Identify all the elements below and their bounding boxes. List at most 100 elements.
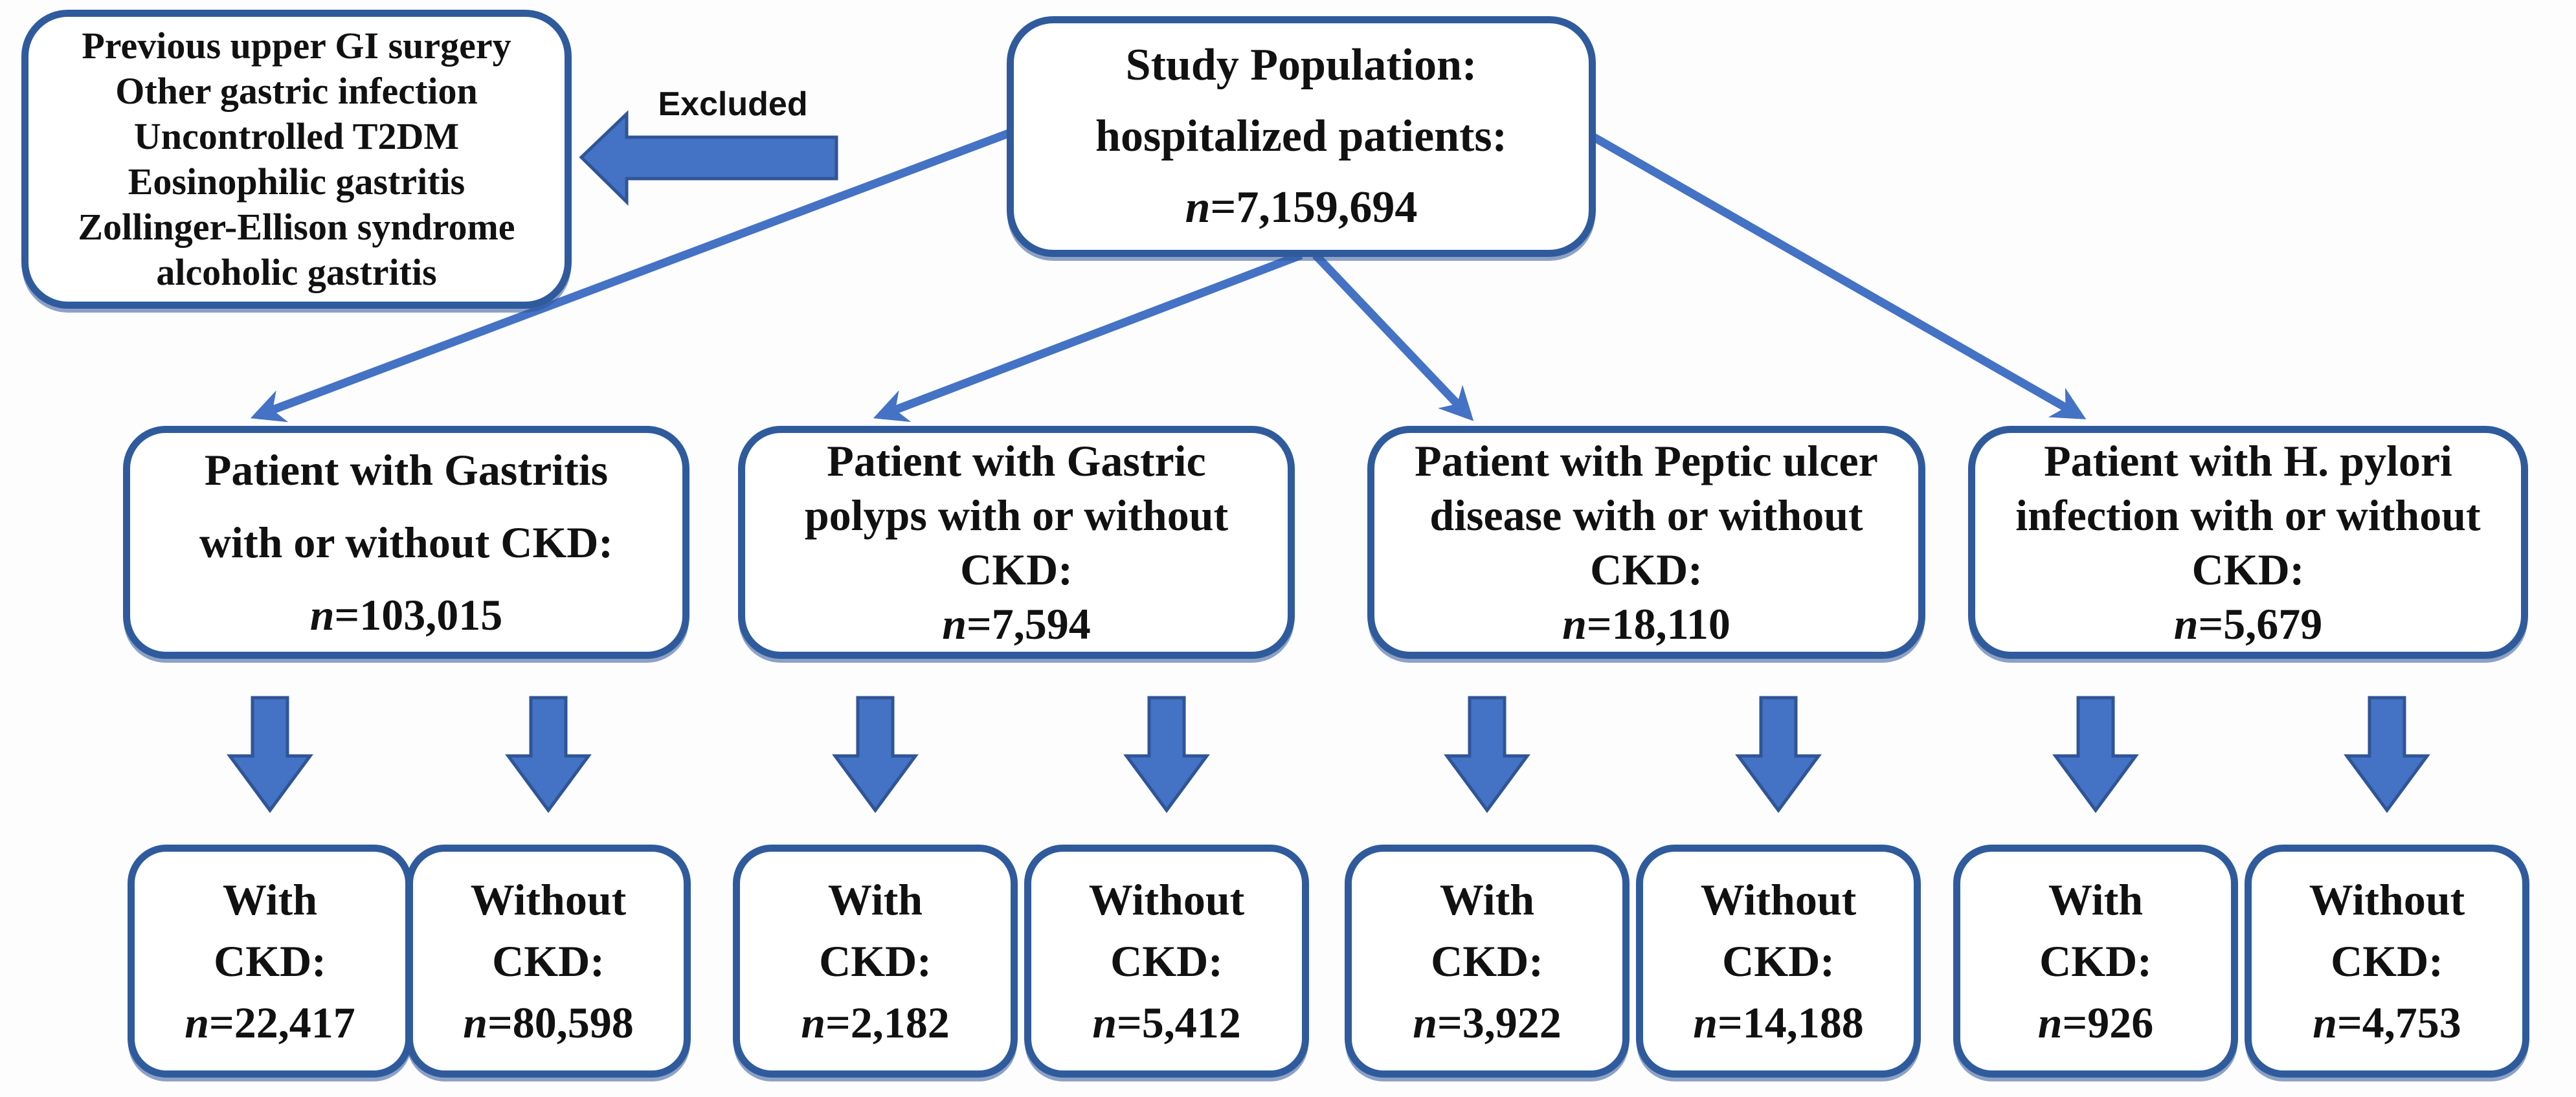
cohort-title-line: Patient with H. pylori: [2044, 436, 2452, 485]
cohort-title-line: with or without CKD:: [199, 518, 614, 567]
exclusion-criterion: alcoholic gastritis: [156, 251, 437, 293]
n-symbol: n: [2037, 997, 2063, 1047]
study-title-line: Study Population:: [1125, 40, 1477, 90]
leaf-title-line: With: [2048, 874, 2144, 924]
n-symbol: n: [1562, 599, 1587, 648]
polyps-with-ckd-box: With CKD: n=2,182: [733, 845, 1018, 1078]
pylori-with-ckd-box: With CKD: n=926: [1953, 845, 2238, 1078]
n-symbol: n: [2173, 599, 2199, 648]
leaf-title-line: With: [827, 874, 923, 924]
down-arrow-pylori-with: [2052, 696, 2139, 814]
down-arrow-pylori-without: [2344, 696, 2430, 814]
leaf-title-line: CKD:: [1110, 936, 1223, 986]
n-value: =22,417: [209, 997, 355, 1047]
arrow-study-to-h-pylori: [1591, 133, 2087, 419]
n-symbol: n: [2313, 997, 2338, 1047]
n-count: n=22,417: [185, 992, 355, 1054]
n-value: =14,188: [1718, 997, 1864, 1047]
pylori-without-ckd-box: Without CKD: n=4,753: [2245, 845, 2529, 1078]
n-symbol: n: [1413, 997, 1438, 1047]
n-value: =4,753: [2337, 997, 2461, 1047]
n-count: n=2,182: [801, 992, 950, 1054]
n-value: =2,182: [825, 997, 950, 1047]
exclusion-criterion: Uncontrolled T2DM: [133, 115, 460, 157]
n-count: n=926: [2038, 992, 2154, 1054]
n-count: n=3,922: [1413, 992, 1562, 1054]
leaf-title-line: Without: [470, 874, 627, 924]
n-symbol: n: [185, 997, 210, 1047]
n-symbol: n: [1092, 997, 1117, 1047]
leaf-title-line: CKD:: [2331, 936, 2443, 986]
cohort-gastric-polyps-box: Patient with Gastric polyps with or with…: [738, 426, 1295, 659]
excluded-arrow: [579, 110, 838, 206]
leaf-title-line: CKD:: [2039, 936, 2152, 986]
exclusion-criterion: Other gastric infection: [115, 70, 478, 112]
down-arrow-gastritis-with: [227, 696, 313, 814]
leaf-title-line: CKD:: [1431, 936, 1543, 986]
n-symbol: n: [463, 997, 488, 1047]
exclusion-criterion: Eosinophilic gastritis: [128, 161, 465, 203]
excluded-label: Excluded: [658, 85, 808, 123]
n-value: =18,110: [1586, 599, 1730, 648]
leaf-title-line: CKD:: [819, 936, 932, 986]
n-value: =103,015: [334, 590, 503, 639]
n-symbol: n: [1693, 997, 1718, 1047]
leaf-title-line: Without: [2309, 874, 2465, 924]
ulcer-with-ckd-box: With CKD: n=3,922: [1345, 845, 1630, 1078]
arrow-study-to-peptic-ulcer: [1312, 252, 1474, 421]
cohort-title-line: CKD:: [1590, 545, 1703, 594]
n-value: =7,594: [967, 599, 1091, 648]
gastritis-with-ckd-box: With CKD: n=22,417: [128, 845, 412, 1078]
n-count: n=4,753: [2313, 992, 2461, 1054]
leaf-title-line: Without: [1700, 874, 1857, 924]
down-arrow-ulcer-without: [1735, 696, 1822, 814]
cohort-peptic-ulcer-box: Patient with Peptic ulcer disease with o…: [1367, 426, 1925, 659]
leaf-title-line: With: [222, 874, 318, 924]
arrow-study-to-gastric-polyps: [873, 250, 1303, 423]
down-arrow-ulcer-with: [1444, 696, 1530, 814]
n-count: n=7,159,694: [1185, 172, 1418, 243]
leaf-title-line: Without: [1088, 874, 1245, 924]
cohort-title-line: infection with or without: [2015, 491, 2481, 540]
n-count: n=14,188: [1693, 992, 1864, 1054]
exclusion-criterion: Previous upper GI surgery: [82, 25, 511, 67]
leaf-title-line: CKD:: [1722, 936, 1835, 986]
leaf-title-line: CKD:: [214, 936, 326, 986]
n-value: =926: [2062, 997, 2154, 1047]
n-value: =80,598: [487, 997, 634, 1047]
n-symbol: n: [801, 997, 826, 1047]
n-symbol: n: [309, 590, 335, 639]
n-count: n=18,110: [1562, 597, 1730, 651]
cohort-title-line: polyps with or without: [804, 491, 1229, 540]
polyps-without-ckd-box: Without CKD: n=5,412: [1024, 845, 1309, 1078]
leaf-title-line: With: [1439, 874, 1535, 924]
n-count: n=7,594: [942, 597, 1091, 651]
study-population-box: Study Population: hospitalized patients:…: [1007, 16, 1596, 257]
gastritis-without-ckd-box: Without CKD: n=80,598: [406, 845, 691, 1078]
down-arrow-polyps-with: [832, 696, 919, 814]
exclusion-criteria-box: Previous upper GI surgery Other gastric …: [21, 10, 572, 309]
cohort-title-line: disease with or without: [1429, 491, 1863, 540]
n-value: =3,922: [1437, 997, 1562, 1047]
n-value: =5,412: [1117, 997, 1241, 1047]
leaf-title-line: CKD:: [492, 936, 605, 986]
n-count: n=5,412: [1092, 992, 1241, 1054]
down-arrow-polyps-without: [1123, 696, 1210, 814]
cohort-title-line: Patient with Peptic ulcer: [1415, 436, 1878, 485]
cohort-title-line: CKD:: [2191, 545, 2305, 594]
down-arrow-gastritis-without: [505, 696, 592, 814]
study-title-line: hospitalized patients:: [1095, 111, 1507, 161]
n-symbol: n: [942, 599, 967, 648]
cohort-title-line: CKD:: [960, 545, 1073, 594]
n-count: n=80,598: [463, 992, 634, 1054]
cohort-title-line: Patient with Gastritis: [204, 445, 609, 494]
n-value: =7,159,694: [1210, 183, 1418, 232]
n-symbol: n: [1185, 183, 1211, 232]
cohort-title-line: Patient with Gastric: [827, 436, 1206, 485]
n-count: n=5,679: [2174, 597, 2323, 651]
exclusion-criterion: Zollinger-Ellison syndrome: [78, 206, 515, 248]
n-value: =5,679: [2198, 599, 2323, 648]
ulcer-without-ckd-box: Without CKD: n=14,188: [1636, 845, 1921, 1078]
cohort-gastritis-box: Patient with Gastritis with or without C…: [123, 426, 689, 659]
